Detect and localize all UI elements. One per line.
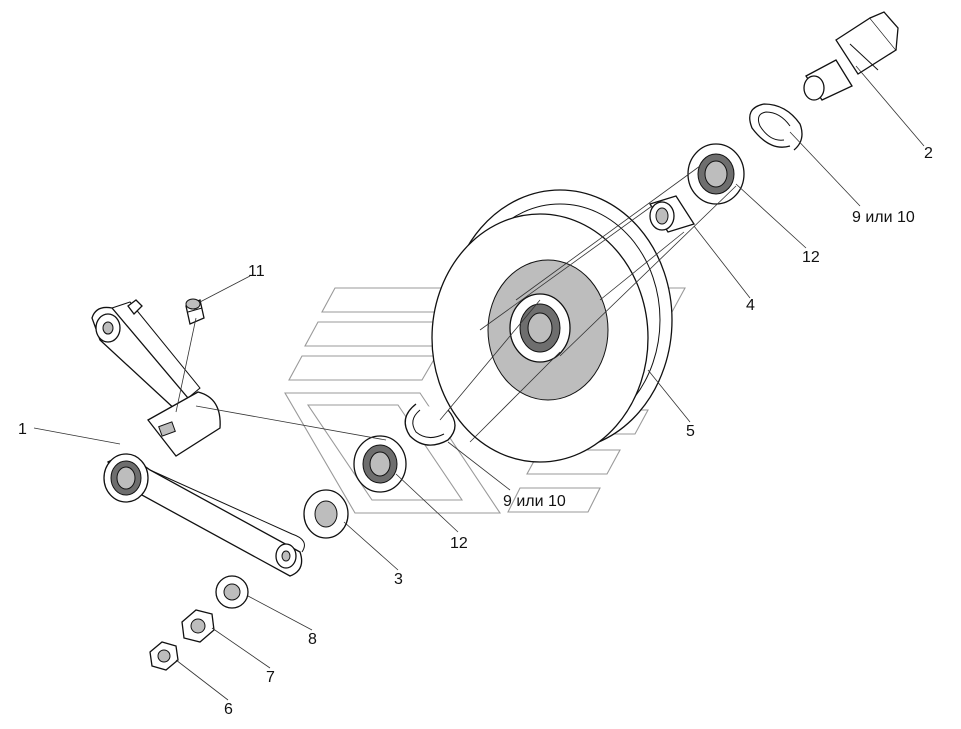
pulley-wheel-part-5 [431, 189, 673, 463]
callout-5: 5 [686, 423, 695, 440]
callout-7: 7 [266, 669, 275, 686]
callout-6: 6 [224, 701, 233, 718]
grease-fitting-part-11 [185, 298, 205, 325]
nut-part-7 [181, 609, 215, 643]
snap-ring-upper-part-9 [749, 103, 803, 151]
callout-9-or-10-upper: 9 или 10 [852, 209, 915, 226]
callout-9-or-10-lower: 9 или 10 [503, 493, 566, 510]
spacer-sleeve-part-4 [648, 195, 696, 233]
spacer-part-3 [303, 489, 349, 539]
bearing-upper-part-12 [687, 143, 745, 205]
axle-pin-part-2 [803, 11, 899, 101]
callout-labels: 1 11 2 9 или 10 12 4 5 9 или 10 12 3 8 7… [18, 145, 933, 718]
callout-4: 4 [746, 297, 755, 314]
callout-8: 8 [308, 631, 317, 648]
bearing-lower-part-12 [353, 435, 407, 493]
callout-12-lower: 12 [450, 535, 468, 552]
lever-arm-part-1 [91, 299, 305, 577]
locknut-part-6 [149, 641, 179, 671]
assembly-axis-lines [175, 165, 737, 443]
callout-1: 1 [18, 421, 27, 438]
callout-11: 11 [248, 263, 265, 280]
callout-2: 2 [924, 145, 933, 162]
callout-12-upper: 12 [802, 249, 820, 266]
snap-ring-lower-part-9 [404, 403, 456, 446]
callout-leaders [33, 65, 925, 701]
washer-part-8 [215, 575, 249, 609]
callout-3: 3 [394, 571, 403, 588]
